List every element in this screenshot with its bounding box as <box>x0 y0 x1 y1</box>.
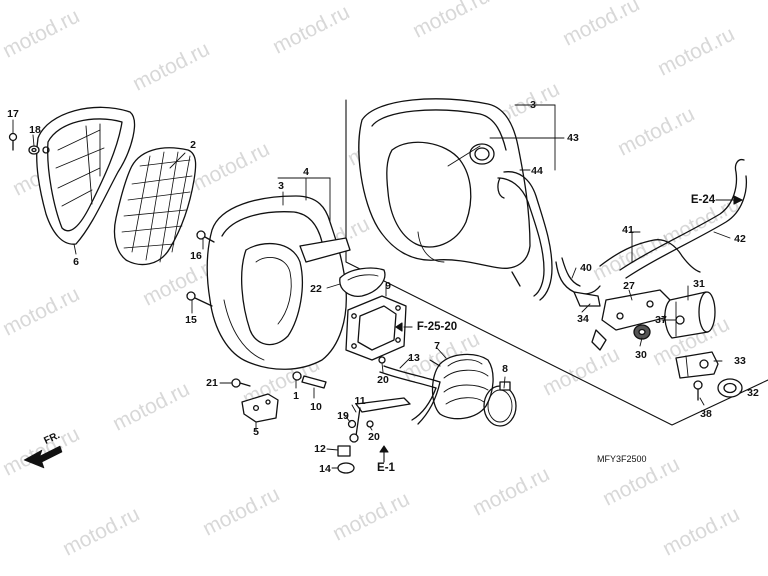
callout-42: 42 <box>734 233 746 245</box>
cover-plate-22 <box>339 267 386 297</box>
callout-22: 22 <box>310 283 322 295</box>
callout-32: 32 <box>747 387 759 399</box>
washer-37 <box>675 315 685 325</box>
bolt-38 <box>693 380 703 401</box>
callout-11: 11 <box>354 395 366 407</box>
valve-33 <box>675 351 719 379</box>
callout-40: 40 <box>580 262 592 274</box>
callout-3-inset: 3 <box>530 99 536 111</box>
callout-6: 6 <box>73 256 79 268</box>
hose-clamp-8 <box>483 381 517 427</box>
callout-7: 7 <box>434 340 440 352</box>
callout-20-lower: 20 <box>368 431 380 443</box>
reference-e1: E-1 <box>377 462 395 474</box>
bolt-16 <box>196 230 215 243</box>
front-arrow <box>23 445 63 469</box>
clip-20-lower <box>366 420 374 428</box>
bracket-27 <box>591 289 671 351</box>
callout-20-upper: 20 <box>377 374 389 386</box>
callout-13: 13 <box>408 352 420 364</box>
leader-lines <box>12 104 741 469</box>
cap-32 <box>717 378 743 398</box>
pipe-10 <box>301 375 327 389</box>
callout-17: 17 <box>7 108 19 120</box>
callout-15: 15 <box>185 314 197 326</box>
air-filter-element <box>113 147 197 266</box>
callout-38: 38 <box>700 408 712 420</box>
air-cleaner-housing <box>206 195 351 370</box>
grommet-18 <box>28 145 40 155</box>
bolt-15 <box>186 291 213 307</box>
callout-33: 33 <box>734 355 746 367</box>
callout-27: 27 <box>623 280 635 292</box>
callout-14: 14 <box>319 463 331 475</box>
intake-adapter-plate-9 <box>345 295 407 361</box>
inset-housing-body <box>358 98 531 269</box>
callout-5: 5 <box>253 426 259 438</box>
hose-44 <box>497 171 553 301</box>
reference-e24: E-24 <box>690 194 716 206</box>
clip-20-upper <box>378 356 386 364</box>
callout-41: 41 <box>622 224 634 236</box>
clamp-14 <box>337 462 355 474</box>
screw-17 <box>8 132 18 151</box>
grommet-30 <box>633 324 651 340</box>
callout-1: 1 <box>293 390 299 402</box>
canister-31 <box>664 291 716 339</box>
callout-2: 2 <box>190 139 196 151</box>
reference-arrows <box>379 195 743 463</box>
callout-9: 9 <box>385 280 391 292</box>
hose-41 <box>599 239 701 273</box>
callout-8: 8 <box>502 363 508 375</box>
drain-plug-12 <box>337 445 351 457</box>
callout-19: 19 <box>337 410 349 422</box>
callout-30: 30 <box>635 349 647 361</box>
callout-44: 44 <box>531 165 543 177</box>
callout-37: 37 <box>655 314 667 326</box>
reference-f2520: F-25-20 <box>416 321 458 333</box>
bracket-5 <box>241 393 279 423</box>
callout-21: 21 <box>206 377 218 389</box>
callout-31: 31 <box>693 278 705 290</box>
bolt-21 <box>231 378 251 388</box>
callout-18: 18 <box>29 124 41 136</box>
callout-16: 16 <box>190 250 202 262</box>
drain-tube-11 <box>349 397 411 443</box>
inset-boundary-line <box>345 99 768 426</box>
drawing-code: MFY3F2500 <box>597 454 647 464</box>
hose-42 <box>619 158 748 279</box>
joint-34 <box>573 291 601 307</box>
callout-43: 43 <box>567 132 579 144</box>
callout-3-housing: 3 <box>278 180 284 192</box>
callout-12: 12 <box>314 443 326 455</box>
callout-4: 4 <box>303 166 309 178</box>
air-cleaner-cover <box>36 106 136 245</box>
callout-34: 34 <box>577 313 589 325</box>
breather-tube-13 <box>379 365 441 425</box>
hose-40 <box>555 257 601 295</box>
grommet-1 <box>292 371 302 381</box>
callout-10: 10 <box>310 401 322 413</box>
